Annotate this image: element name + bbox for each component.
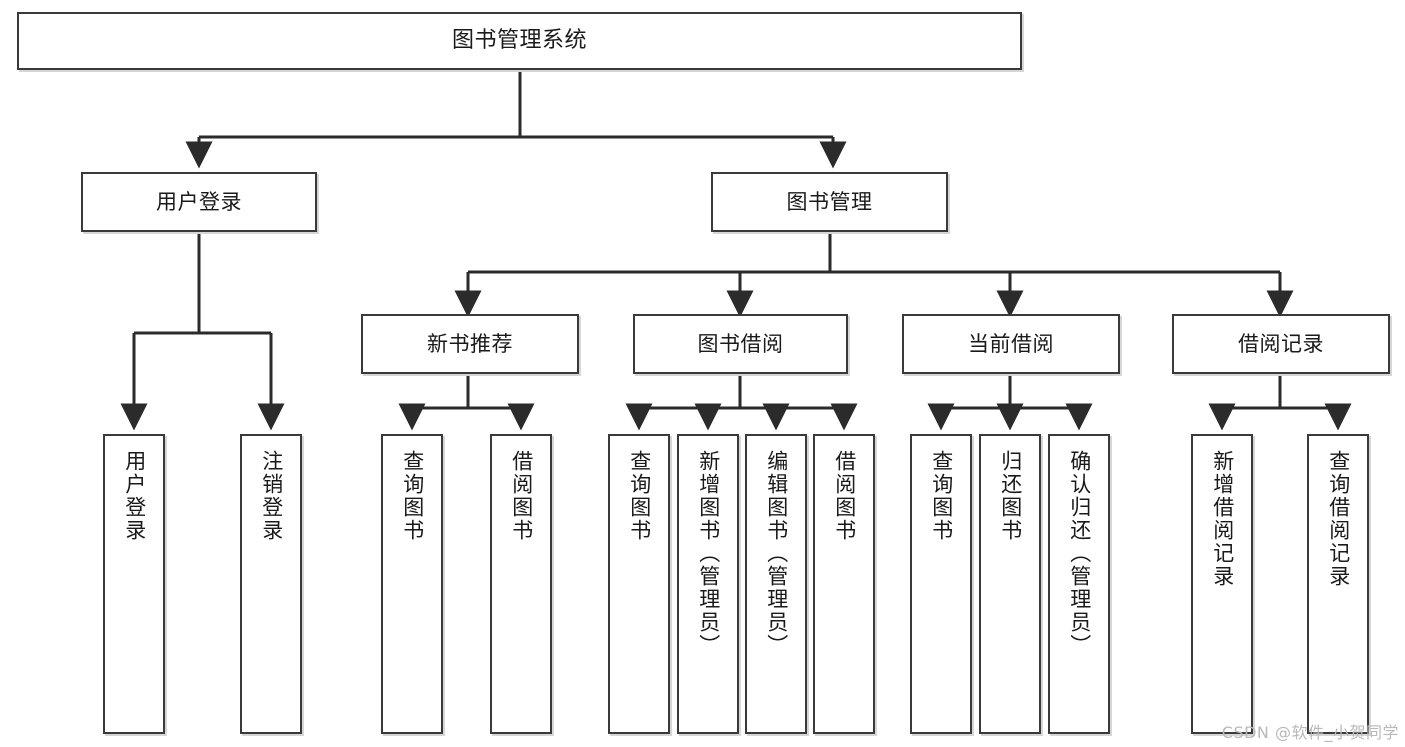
leaf-edit-book[interactable]: 编辑图书（管理员） bbox=[745, 434, 807, 734]
leaf-query-book-2[interactable]: 查询图书 bbox=[608, 434, 670, 734]
node-borrow-record-label: 借阅记录 bbox=[1238, 331, 1324, 356]
leaf-query-book-1[interactable]: 查询图书 bbox=[381, 434, 443, 734]
leaf-add-record-label: 新增借阅记录 bbox=[1210, 450, 1235, 588]
node-user-login-label: 用户登录 bbox=[156, 189, 242, 214]
leaf-add-book[interactable]: 新增图书（管理员） bbox=[677, 434, 739, 734]
leaf-query-book-1-label: 查询图书 bbox=[400, 450, 425, 542]
node-borrow-record[interactable]: 借阅记录 bbox=[1172, 314, 1390, 374]
node-book-borrow-label: 图书借阅 bbox=[697, 331, 784, 356]
node-root-label: 图书管理系统 bbox=[451, 28, 587, 54]
node-user-login[interactable]: 用户登录 bbox=[81, 172, 317, 232]
leaf-query-record[interactable]: 查询借阅记录 bbox=[1307, 434, 1369, 734]
leaf-confirm-return-label: 确认归还（管理员） bbox=[1067, 450, 1092, 657]
leaf-logout[interactable]: 注销登录 bbox=[240, 434, 302, 734]
leaf-borrow-book-1[interactable]: 借阅图书 bbox=[490, 434, 552, 734]
leaf-query-book-3[interactable]: 查询图书 bbox=[910, 434, 972, 734]
leaf-user-login-label: 用户登录 bbox=[122, 450, 147, 542]
watermark: CSDN @软件_小贺同学 bbox=[1221, 723, 1399, 742]
leaf-return-book[interactable]: 归还图书 bbox=[979, 434, 1041, 734]
node-new-book-recommend[interactable]: 新书推荐 bbox=[361, 314, 579, 374]
node-book-manage-label: 图书管理 bbox=[786, 189, 873, 214]
leaf-borrow-book-2-label: 借阅图书 bbox=[832, 450, 857, 542]
leaf-add-record[interactable]: 新增借阅记录 bbox=[1191, 434, 1253, 734]
leaf-logout-label: 注销登录 bbox=[259, 450, 284, 542]
node-new-book-recommend-label: 新书推荐 bbox=[427, 331, 513, 356]
leaf-return-book-label: 归还图书 bbox=[998, 450, 1023, 542]
node-current-borrow[interactable]: 当前借阅 bbox=[902, 314, 1120, 374]
node-book-borrow[interactable]: 图书借阅 bbox=[633, 314, 848, 374]
leaf-confirm-return[interactable]: 确认归还（管理员） bbox=[1048, 434, 1110, 734]
node-root[interactable]: 图书管理系统 bbox=[17, 12, 1022, 70]
leaf-query-record-label: 查询借阅记录 bbox=[1326, 450, 1351, 588]
leaf-edit-book-label: 编辑图书（管理员） bbox=[764, 450, 789, 657]
node-current-borrow-label: 当前借阅 bbox=[968, 331, 1054, 356]
leaf-borrow-book-2[interactable]: 借阅图书 bbox=[813, 434, 875, 734]
leaf-borrow-book-1-label: 借阅图书 bbox=[509, 450, 534, 542]
leaf-query-book-3-label: 查询图书 bbox=[929, 450, 954, 542]
node-book-manage[interactable]: 图书管理 bbox=[711, 172, 948, 232]
leaf-add-book-label: 新增图书（管理员） bbox=[696, 450, 721, 657]
leaf-user-login[interactable]: 用户登录 bbox=[103, 434, 165, 734]
leaf-query-book-2-label: 查询图书 bbox=[627, 450, 652, 542]
